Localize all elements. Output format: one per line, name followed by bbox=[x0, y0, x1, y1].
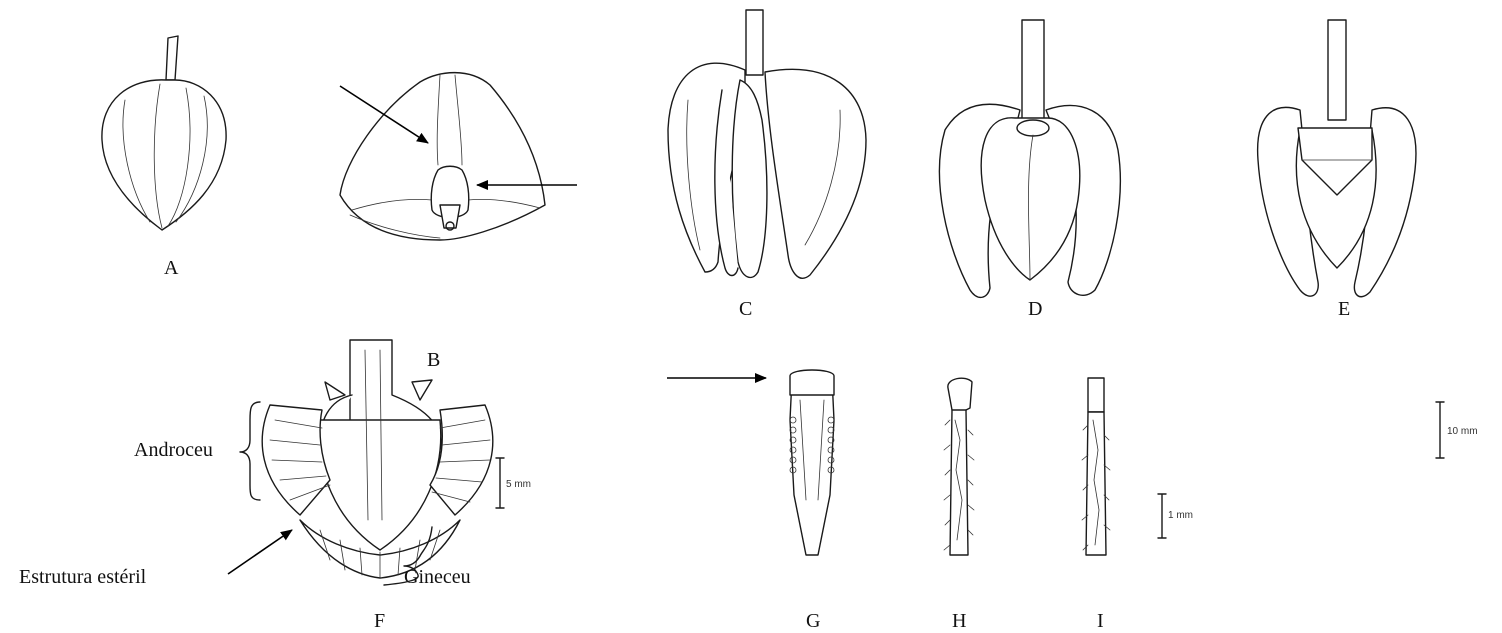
panel-label-h: H bbox=[952, 610, 966, 632]
scale-label-section: 5 mm bbox=[506, 479, 531, 490]
drawing-h-hairy-staminode bbox=[944, 378, 974, 555]
label-androceu: Androceu bbox=[134, 439, 213, 461]
drawing-a-closed-flower bbox=[102, 36, 226, 230]
scale-label-stamen: 1 mm bbox=[1168, 510, 1193, 521]
scale-label-flower: 10 mm bbox=[1447, 426, 1478, 437]
scale-bar-stamen bbox=[1158, 494, 1166, 538]
drawing-f-flower-section bbox=[262, 340, 493, 578]
brace-androceu bbox=[240, 402, 260, 500]
panel-label-i: I bbox=[1097, 610, 1104, 632]
panel-label-f: F bbox=[374, 610, 385, 632]
drawing-b-flower-bottom-view bbox=[340, 73, 545, 240]
drawing-c-flower-side-view bbox=[668, 10, 866, 278]
scale-bar-section bbox=[496, 458, 504, 508]
panel-label-a: A bbox=[164, 257, 179, 279]
scale-bar-flower bbox=[1436, 402, 1444, 458]
drawing-g-stamen bbox=[790, 370, 834, 555]
label-gineceu: Gineceu bbox=[404, 566, 471, 588]
panel-label-b: B bbox=[427, 349, 440, 371]
drawing-i-hairy-staminode bbox=[1082, 378, 1110, 555]
panel-label-e: E bbox=[1338, 298, 1350, 320]
drawing-e-open-flower-inner-view bbox=[1258, 20, 1416, 297]
arrow-estrutura-esteril bbox=[228, 530, 292, 574]
label-estrutura-esteril: Estrutura estéril bbox=[19, 566, 147, 588]
panel-label-g: G bbox=[806, 610, 820, 632]
androecium-fan-left bbox=[262, 405, 330, 515]
panel-label-c: C bbox=[739, 298, 752, 320]
panel-label-d: D bbox=[1028, 298, 1042, 320]
drawing-d-open-flower bbox=[939, 20, 1120, 297]
